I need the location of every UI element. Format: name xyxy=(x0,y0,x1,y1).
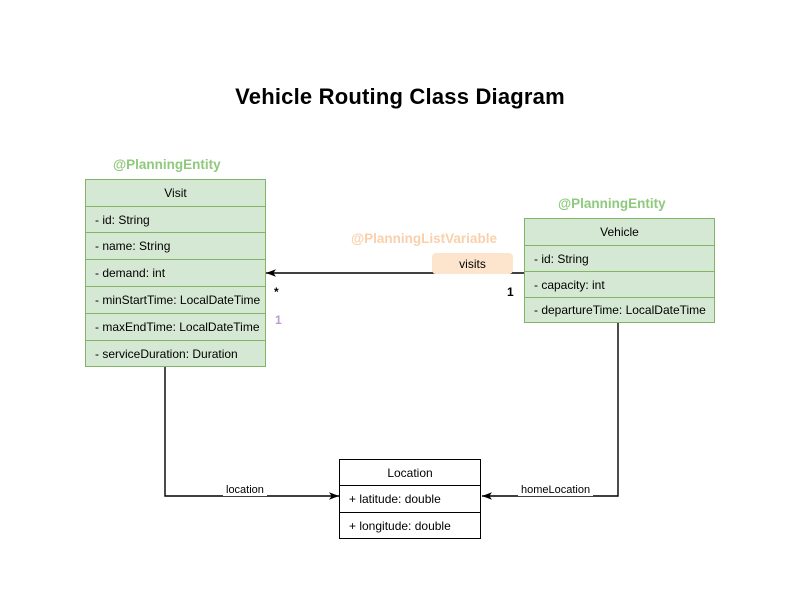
annotation-visit-planning-entity: @PlanningEntity xyxy=(113,157,221,172)
class-name-visit: Visit xyxy=(85,179,266,206)
class-box-visit[interactable]: Visit - id: String - name: String - dema… xyxy=(85,179,266,367)
association-badge-label: visits xyxy=(459,256,486,271)
multiplicity-vehicle-side: 1 xyxy=(507,285,514,299)
class-attribute: - serviceDuration: Duration xyxy=(85,340,266,367)
class-attribute: - departureTime: LocalDateTime xyxy=(524,297,715,323)
class-box-vehicle[interactable]: Vehicle - id: String - capacity: int - d… xyxy=(524,218,715,323)
class-attribute: - name: String xyxy=(85,232,266,259)
page-title: Vehicle Routing Class Diagram xyxy=(235,84,565,109)
association-badge-visits[interactable]: visits xyxy=(432,253,513,274)
annotation-vehicle-planning-entity: @PlanningEntity xyxy=(558,196,666,211)
class-attribute: - maxEndTime: LocalDateTime xyxy=(85,313,266,340)
edge-visit-location xyxy=(164,363,339,500)
edge-label-location: location xyxy=(223,484,267,496)
class-attribute: - demand: int xyxy=(85,259,266,286)
edge-vehicle-home-location xyxy=(482,323,619,500)
edge-label-home-location: homeLocation xyxy=(518,484,594,496)
class-name-vehicle: Vehicle xyxy=(524,218,715,245)
class-attribute: - id: String xyxy=(85,206,266,232)
multiplicity-secondary: 1 xyxy=(275,313,282,327)
class-attribute: + latitude: double xyxy=(339,485,481,512)
class-attribute: - capacity: int xyxy=(524,271,715,297)
class-name-location: Location xyxy=(339,459,481,485)
multiplicity-visit-side: * xyxy=(274,285,279,299)
annotation-planning-list-variable: @PlanningListVariable xyxy=(351,231,497,246)
class-attribute: + longitude: double xyxy=(339,512,481,539)
class-attribute: - id: String xyxy=(524,245,715,271)
class-box-location[interactable]: Location + latitude: double + longitude:… xyxy=(339,459,481,539)
class-attribute: - minStartTime: LocalDateTime xyxy=(85,286,266,313)
